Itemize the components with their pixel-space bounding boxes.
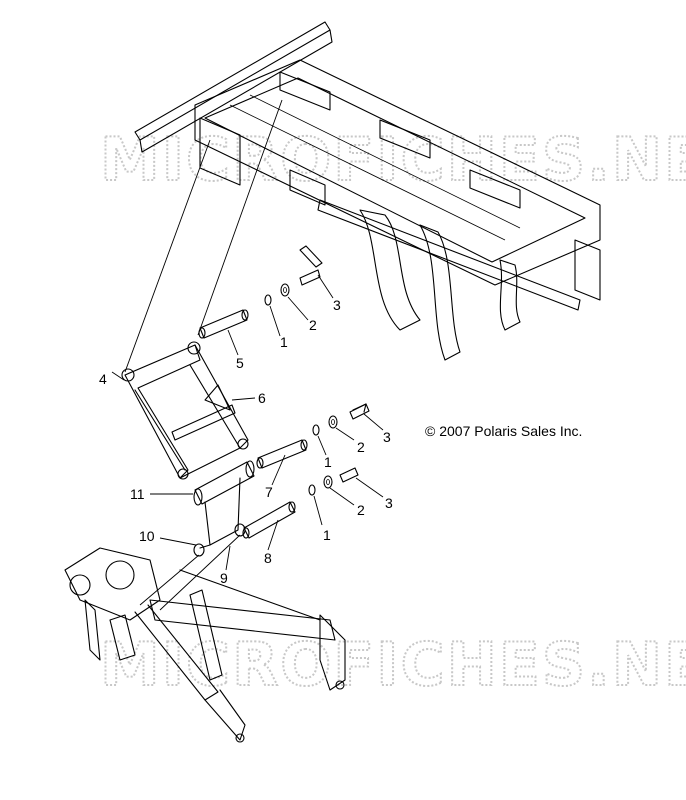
lower-frame [64, 547, 346, 743]
callout-6: 6 [258, 390, 266, 406]
rear-arm-part-6 [121, 341, 249, 480]
callout-2a: 2 [309, 317, 317, 333]
callout-1a: 1 [280, 334, 288, 350]
upper-frame [134, 21, 601, 361]
callout-3a: 3 [333, 297, 341, 313]
shaft-part-7 [256, 439, 308, 469]
callout-1b: 1 [324, 454, 332, 470]
hardware-set-c [308, 467, 359, 496]
link-part-9 [193, 460, 255, 557]
callout-2c: 2 [357, 502, 365, 518]
callout-5: 5 [236, 355, 244, 371]
callout-4: 4 [99, 371, 107, 387]
callout-9: 9 [220, 570, 228, 586]
copyright-text: © 2007 Polaris Sales Inc. [425, 423, 582, 439]
callout-8: 8 [264, 550, 272, 566]
callout-10: 10 [139, 528, 155, 544]
callout-7: 7 [265, 484, 273, 500]
callout-1c: 1 [323, 527, 331, 543]
callout-3c: 3 [385, 495, 393, 511]
watermark-bottom: MICROFICHES.NET [100, 630, 686, 700]
shaft-part-8 [242, 501, 296, 539]
watermark-top: MICROFICHES.NET [100, 125, 686, 195]
callout-2b: 2 [357, 439, 365, 455]
shaft-part-5 [198, 309, 249, 339]
callout-3b: 3 [383, 429, 391, 445]
hardware-set-b [312, 403, 370, 436]
callout-11: 11 [130, 486, 145, 502]
hardware-set-a [264, 245, 323, 306]
